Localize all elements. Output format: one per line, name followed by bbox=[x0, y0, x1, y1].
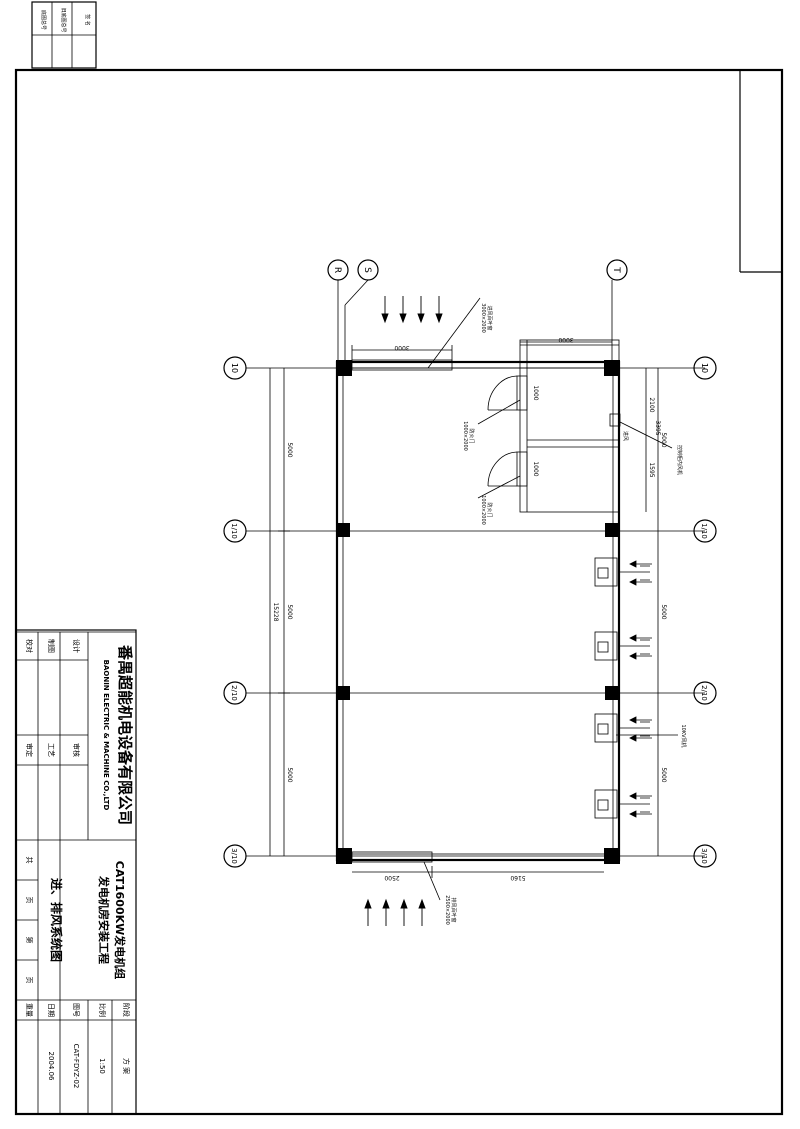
note-bottom-louver-size: 2500×2000 bbox=[444, 895, 450, 925]
drawing-no-value: CAT-FDYZ-02 bbox=[72, 1044, 80, 1089]
drawing-no-label: 图号 bbox=[72, 1003, 80, 1017]
dim-left-total: 15228 bbox=[272, 602, 279, 621]
note-gen-fan: 10KV风机 bbox=[680, 724, 687, 747]
generator-unit-1 bbox=[594, 557, 650, 587]
bottom-outlet-arrows bbox=[364, 898, 426, 926]
project-line-1: CAT1600KW发电机组 bbox=[113, 861, 127, 980]
note-top-louver: 进风百叶窗 bbox=[486, 305, 493, 330]
date-value: 2004.06 bbox=[47, 1052, 55, 1081]
role-approve: 审定 bbox=[25, 743, 34, 757]
generator-unit-4 bbox=[594, 789, 650, 819]
role-draft: 制图 bbox=[47, 639, 56, 653]
dim-right-a: 2100 bbox=[648, 397, 655, 412]
room-inner-wall bbox=[342, 367, 614, 855]
generator-unit-3 bbox=[594, 713, 650, 743]
note-door2: 防火门 bbox=[486, 502, 493, 517]
stamp-label-2: 旧底图总号 bbox=[60, 7, 67, 32]
axis-label-10-right: 10 bbox=[700, 363, 709, 373]
note-door1-size: 1000×2000 bbox=[462, 421, 468, 451]
dim-right-b: 5000 bbox=[660, 432, 667, 447]
stamp-label-1: 签 名 bbox=[84, 14, 91, 26]
stage-label: 阶段 bbox=[122, 1003, 131, 1017]
axis-label-1-10-left: 1/10 bbox=[230, 523, 238, 539]
generator-unit-2 bbox=[594, 631, 650, 661]
right-inlet-arrows bbox=[629, 560, 652, 818]
note-bottom-louver: 排风百叶窗 bbox=[450, 897, 457, 922]
note-door2-size: 1000×2000 bbox=[480, 495, 486, 525]
page-total-label: 共 bbox=[25, 857, 34, 864]
annotations: 进风百叶窗 3000×2000 防火门 1000×2000 防火门 1000×2… bbox=[423, 297, 687, 925]
date-label: 日期 bbox=[47, 1003, 55, 1017]
dim-right-top-span: 3000 bbox=[558, 336, 573, 343]
dim-left-bay-3: 5000 bbox=[286, 767, 293, 782]
outer-border bbox=[14, 68, 784, 1116]
drawing-title: 进、排风系统图 bbox=[49, 878, 64, 962]
axis-label-2-10-left: 2/10 bbox=[230, 685, 238, 701]
door-2 bbox=[487, 451, 528, 487]
dim-right-c: 1595 bbox=[648, 462, 655, 477]
company-name-en: BAONIN ELECTRIC & MACHINE CO.,LTD bbox=[102, 660, 110, 811]
column bbox=[605, 523, 619, 537]
axis-label-2-10-right: 2/10 bbox=[700, 685, 708, 701]
floor-plan bbox=[246, 279, 705, 864]
role-review: 审核 bbox=[72, 743, 81, 757]
axis-label-1-10-right: 1/10 bbox=[700, 523, 708, 539]
note-door1: 防火门 bbox=[468, 428, 475, 443]
page-current-unit: 页 bbox=[25, 977, 33, 984]
control-box bbox=[609, 413, 621, 427]
axis-bubbles: R S T 10 10 1/10 1/10 2/10 2/10 3/10 3/1… bbox=[223, 259, 717, 868]
dim-door2: 1000 bbox=[532, 461, 539, 476]
note-right-mid: 进风 bbox=[622, 431, 629, 441]
axis-label-3-10-right: 3/10 bbox=[700, 848, 708, 864]
top-inlet-arrows bbox=[381, 296, 443, 324]
dim-left-bay-2: 5000 bbox=[286, 604, 293, 619]
project-line-2: 发电机房安装工程 bbox=[97, 875, 111, 964]
dim-right-bay-2: 5000 bbox=[660, 604, 667, 619]
dim-top-span: 3000 bbox=[394, 344, 409, 351]
axis-label-3-10-left: 3/10 bbox=[230, 848, 238, 864]
door-1 bbox=[487, 375, 528, 411]
role-proof: 校对 bbox=[25, 639, 34, 653]
page-total-unit: 页 bbox=[25, 897, 33, 904]
company-name-cn: 番禺超能机电设备有限公司 bbox=[116, 644, 134, 825]
corner-stamp: 签 名 旧底图总号 底图总号 bbox=[31, 1, 97, 69]
axis-label-10-left: 10 bbox=[230, 363, 239, 373]
dim-right-d: 3395 bbox=[654, 420, 661, 435]
dim-left-bay-1: 5000 bbox=[286, 442, 293, 457]
title-block: 番禺超能机电设备有限公司 BAONIN ELECTRIC & MACHINE C… bbox=[15, 629, 137, 1115]
scale-label: 比例 bbox=[98, 1003, 107, 1017]
scale-value: 1:50 bbox=[98, 1058, 106, 1074]
dim-bottom-b: 5160 bbox=[510, 874, 525, 881]
page-current-label: 第 bbox=[25, 937, 34, 944]
room-outer-wall bbox=[335, 360, 621, 862]
axis-label-T: T bbox=[611, 266, 621, 273]
dim-door1: 1000 bbox=[532, 385, 539, 400]
weight-label: 重量 bbox=[25, 1003, 33, 1017]
stage-value: 方 案 bbox=[122, 1058, 131, 1074]
axis-label-S: S bbox=[362, 267, 372, 273]
stamp-label-3: 底图总号 bbox=[40, 10, 47, 30]
note-top-louver-size: 3000×2000 bbox=[480, 303, 486, 333]
dim-right-bay-3: 5000 bbox=[660, 767, 667, 782]
axis-label-R: R bbox=[332, 267, 342, 273]
role-design: 设计 bbox=[72, 639, 81, 653]
dim-bottom-a: 2500 bbox=[384, 874, 399, 881]
column bbox=[336, 523, 350, 537]
dimension-lines: 3000 3000 5000 5000 5000 15228 5000 5000… bbox=[269, 336, 667, 881]
note-control-fan: 控制柜内风机 bbox=[676, 445, 683, 475]
role-process: 工艺 bbox=[47, 743, 55, 757]
